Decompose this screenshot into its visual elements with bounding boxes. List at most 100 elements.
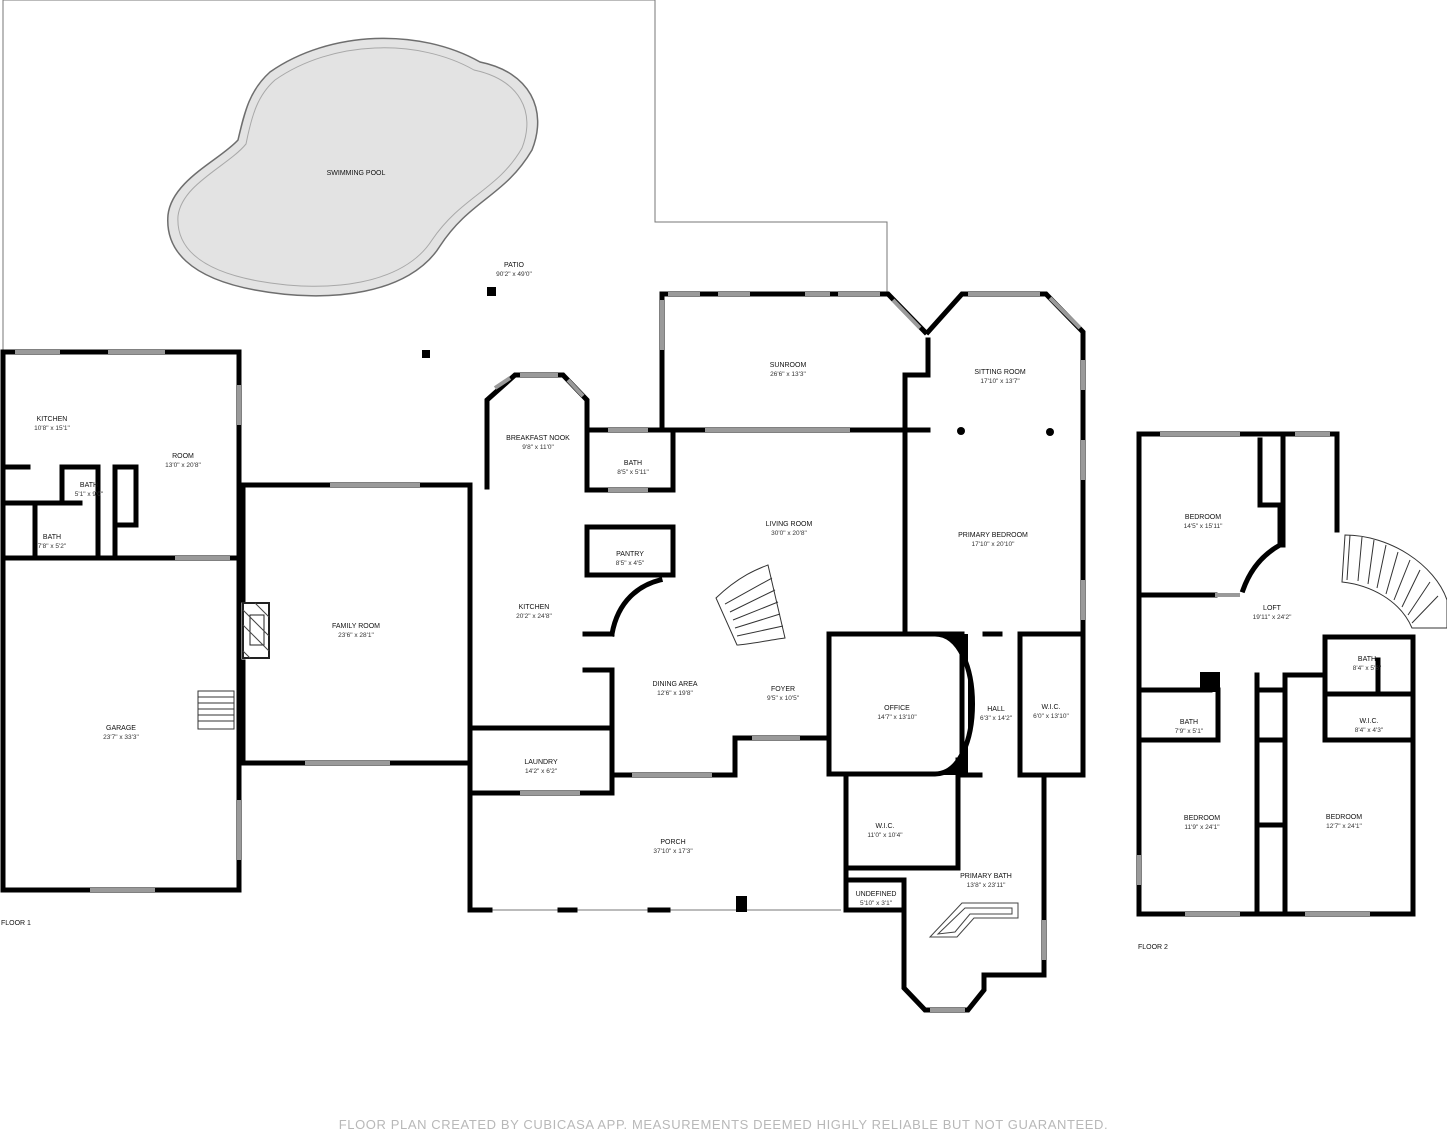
- room-dimensions: 7'9" x 5'1": [1175, 728, 1204, 735]
- room-name: BREAKFAST NOOK: [506, 435, 570, 442]
- porch-walls: [467, 896, 841, 913]
- room-name: PRIMARY BATH: [960, 873, 1012, 880]
- room-dimensions: 17'10" x 13'7": [980, 378, 1020, 385]
- room-dimensions: 6'3" x 14'2": [980, 715, 1013, 722]
- room-dimensions: 11'9" x 24'1": [1184, 824, 1220, 831]
- room-name: W.I.C.: [1041, 704, 1060, 711]
- sunroom-walls: [659, 291, 929, 433]
- floor-2-label: FLOOR 2: [1138, 944, 1168, 951]
- room-label-office: OFFICE 14'7" x 13'10": [877, 705, 917, 721]
- room-name: ROOM: [172, 453, 194, 460]
- room-dimensions: 5'1" x 9'0": [75, 491, 104, 498]
- room-label-pantry: PANTRY 8'5" x 4'5": [616, 551, 645, 567]
- floor2-walls: [1136, 431, 1447, 917]
- room-dimensions: 23'7" x 33'3": [103, 734, 139, 741]
- room-name: LIVING ROOM: [766, 521, 813, 528]
- room-name: BATH: [1358, 656, 1376, 663]
- room-name: FAMILY ROOM: [332, 623, 380, 630]
- kitchen-walls: [467, 372, 615, 913]
- room-dimensions: 90'2" x 49'0": [496, 271, 532, 278]
- room-dimensions: 17'10" x 20'10": [972, 541, 1016, 548]
- room-label-wic-1: W.I.C. 6'0" x 13'10": [1033, 704, 1069, 720]
- room-label-wic-up: W.I.C. 8'4" x 4'3": [1355, 718, 1384, 734]
- room-name: UNDEFINED: [856, 891, 897, 898]
- porch-column: [736, 896, 747, 912]
- room-name: SUNROOM: [770, 362, 807, 369]
- room-label-living-room: LIVING ROOM 30'0" x 20'8": [766, 521, 813, 537]
- room-name: PRIMARY BEDROOM: [958, 532, 1028, 539]
- room-name: KITCHEN: [519, 604, 550, 611]
- office-solid-wall: [935, 634, 973, 775]
- floor2-chase: [1200, 672, 1220, 692]
- room-dimensions: 6'0" x 13'10": [1033, 713, 1069, 720]
- room-dimensions: 14'7" x 13'10": [877, 714, 917, 721]
- room-dimensions: 8'5" x 4'5": [616, 560, 645, 567]
- room-dimensions: 11'0" x 10'4": [867, 832, 903, 839]
- garage-walls: [0, 560, 242, 893]
- room-name: BATH: [80, 482, 98, 489]
- room-name: W.I.C.: [1359, 718, 1378, 725]
- room-label-wic-2: W.I.C. 11'0" x 10'4": [867, 823, 903, 839]
- patio-area: [2, 0, 888, 358]
- column-dot: [957, 427, 965, 435]
- primary-bath-walls: [843, 772, 1047, 1013]
- floor2-staircase: [1341, 534, 1447, 629]
- room-label-bath-main: BATH 8'5" x 5'11": [617, 460, 649, 476]
- room-dimensions: 5'10" x 3'1": [860, 900, 893, 907]
- room-name: W.I.C.: [875, 823, 894, 830]
- room-label-bath-up-1: BATH 8'4" x 5'6": [1353, 656, 1382, 672]
- room-name: PANTRY: [616, 551, 644, 558]
- guest-suite-walls: [0, 349, 242, 563]
- room-dimensions: 8'4" x 4'3": [1355, 727, 1384, 734]
- room-dimensions: 30'0" x 20'8": [771, 530, 807, 537]
- fireplace: [242, 602, 270, 659]
- room-name: BEDROOM: [1326, 814, 1362, 821]
- room-dimensions: 9'5" x 10'5": [767, 695, 800, 702]
- room-label-kitchen-main: KITCHEN 20'2" x 24'8": [516, 604, 552, 620]
- room-label-undefined: UNDEFINED 5'10" x 3'1": [856, 891, 897, 907]
- room-name: BATH: [624, 460, 642, 467]
- patio-column: [487, 287, 496, 296]
- room-name: LAUNDRY: [524, 759, 558, 766]
- room-dimensions: 10'8" x 15'1": [34, 425, 70, 432]
- room-label-bath-up-2: BATH 7'9" x 5'1": [1175, 719, 1204, 735]
- room-name: SWIMMING POOL: [327, 170, 386, 177]
- floor-1-label: FLOOR 1: [1, 920, 31, 927]
- room-dimensions: 26'6" x 13'3": [770, 371, 806, 378]
- footer-disclaimer: FLOOR PLAN CREATED BY CUBICASA APP. MEAS…: [338, 1117, 1109, 1132]
- staircase: [715, 564, 786, 646]
- room-dimensions: 13'8" x 23'11": [967, 882, 1006, 889]
- room-name: BEDROOM: [1184, 815, 1220, 822]
- room-label-bath-guest-2: BATH 7'8" x 5'2": [38, 534, 67, 550]
- room-label-breakfast-nook: BREAKFAST NOOK 9'8" x 11'0": [506, 435, 570, 451]
- room-dimensions: 13'0" x 20'8": [165, 462, 201, 469]
- room-label-sunroom: SUNROOM 26'6" x 13'3": [770, 362, 807, 378]
- room-dimensions: 14'2" x 6'2": [525, 768, 558, 775]
- room-dimensions: 9'8" x 11'0": [522, 444, 554, 451]
- bathtub: [928, 902, 1019, 938]
- room-name: LOFT: [1263, 605, 1282, 612]
- room-label-bedroom-2: BEDROOM 11'9" x 24'1": [1184, 815, 1220, 831]
- room-dimensions: 12'7" x 24'1": [1326, 823, 1362, 830]
- room-dimensions: 8'4" x 5'6": [1353, 665, 1382, 672]
- room-dimensions: 23'6" x 28'1": [338, 632, 374, 639]
- room-dimensions: 20'2" x 24'8": [516, 613, 552, 620]
- room-name: BATH: [1180, 719, 1198, 726]
- room-dimensions: 8'5" x 5'11": [617, 469, 649, 476]
- room-label-bath-guest-1: BATH 5'1" x 9'0": [75, 482, 104, 498]
- garage-stairs: [197, 690, 235, 730]
- room-label-swimming-pool: SWIMMING POOL: [327, 170, 386, 177]
- room-name: OFFICE: [884, 705, 910, 712]
- room-label-primary-bath: PRIMARY BATH 13'8" x 23'11": [960, 873, 1012, 889]
- room-dimensions: 7'8" x 5'2": [38, 543, 67, 550]
- room-name: BATH: [43, 534, 61, 541]
